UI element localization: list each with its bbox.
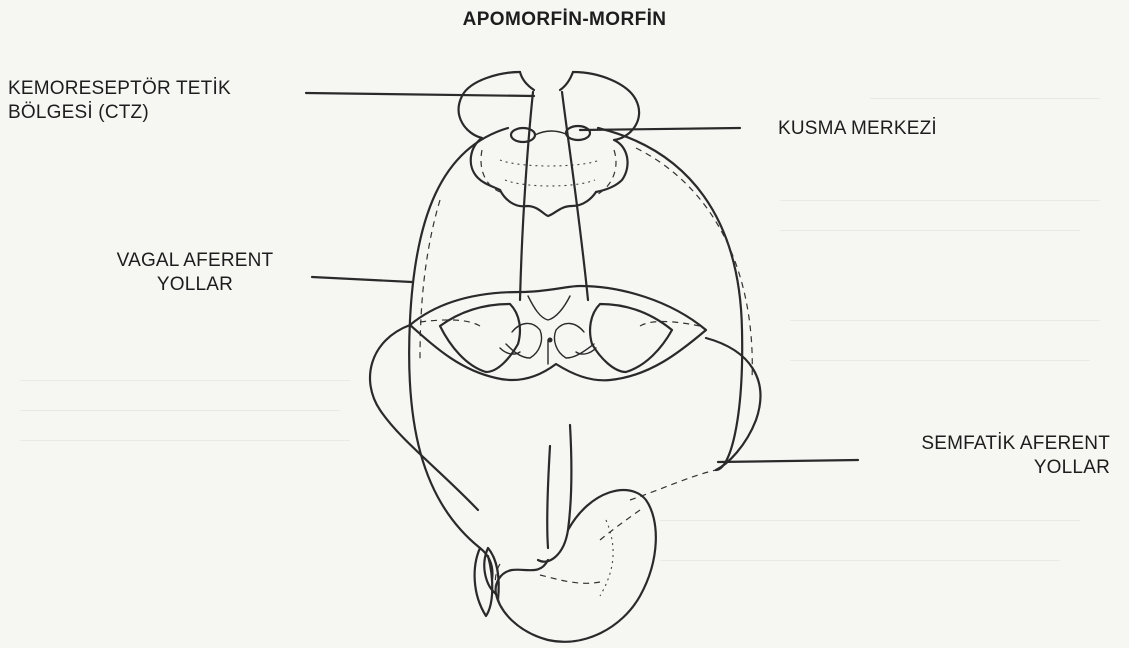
stomach-illustration — [475, 425, 716, 642]
kusma-merkezi-label: KUSMA MERKEZİ — [778, 117, 937, 141]
ctz-label: KEMORESEPTÖR TETİK BÖLGESİ (CTZ) — [8, 77, 231, 125]
diagram-title: APOMORFİN-MORFİN — [0, 8, 1129, 32]
vagal-leader-line — [312, 277, 412, 282]
central-tract-right — [562, 92, 588, 300]
brainstem-illustration — [459, 72, 639, 216]
kusma-leader-line — [580, 128, 740, 130]
vagal-label-line2: YOLLAR — [90, 273, 300, 297]
ctz-leader-line — [306, 93, 534, 96]
semfatik-label-line1: SEMFATİK AFERENT — [860, 432, 1110, 456]
left-lateral-loop — [370, 325, 478, 510]
ctz-label-line1: KEMORESEPTÖR TETİK — [8, 77, 231, 101]
outer-path-right — [598, 128, 742, 470]
vagal-label-line1: VAGAL AFERENT — [90, 249, 300, 273]
ctz-label-line2: BÖLGESİ (CTZ) — [8, 101, 231, 125]
spinal-cord-cross-section — [410, 286, 706, 380]
vagal-afferent-label: VAGAL AFERENT YOLLAR — [90, 249, 300, 297]
semfatik-afferent-label: SEMFATİK AFERENT YOLLAR — [860, 432, 1110, 480]
semfatik-afferent-path — [706, 338, 760, 470]
semfatik-leader-line — [718, 460, 858, 462]
central-tract-left — [520, 92, 533, 300]
semfatik-label-line2: YOLLAR — [860, 456, 1110, 480]
